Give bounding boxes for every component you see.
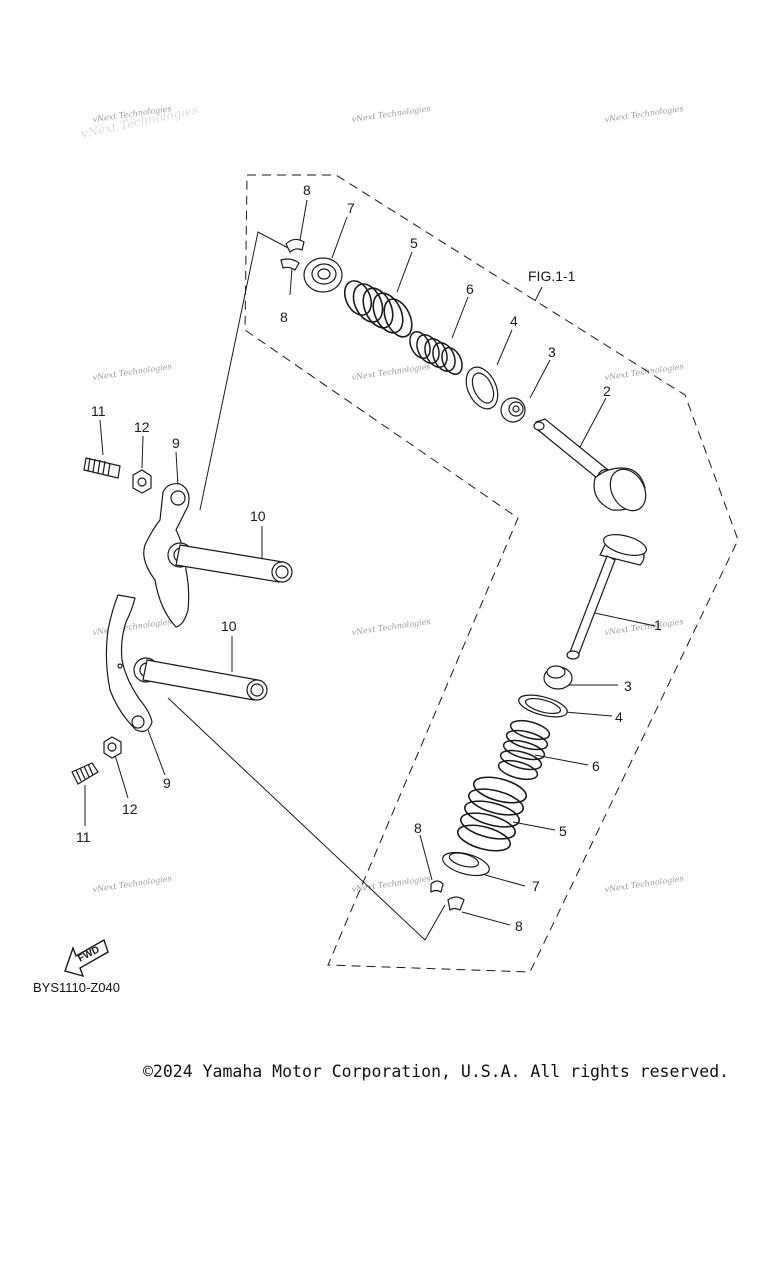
- callout-4: 4: [510, 313, 518, 329]
- upper-outer-spring: [343, 280, 413, 338]
- callout-6: 6: [592, 758, 600, 774]
- guide-lines: [167, 231, 446, 941]
- lower-valve-assembly: [430, 534, 647, 912]
- leader-lines: [84, 199, 656, 926]
- callout-1: 1: [654, 617, 662, 633]
- diagram-code: BYS1110-Z040: [33, 980, 120, 995]
- callout-2: 2: [603, 383, 611, 399]
- watermark: vNext Technologies: [92, 362, 172, 382]
- watermark: vNext Technologies: [351, 874, 431, 894]
- watermark: vNext Technologies: [604, 874, 684, 894]
- upper-valve-cotter-bottom: [280, 258, 300, 271]
- watermark: vNext Technologies: [604, 362, 684, 382]
- callout-6: 6: [466, 281, 474, 297]
- exhaust-valve: [533, 418, 647, 512]
- upper-spring-seat: [465, 366, 499, 410]
- callout-8: 8: [303, 182, 311, 198]
- assembly-outline: [244, 174, 739, 973]
- callouts: FIG.1-1 8 7 5 8 6 4 3 2 11 12 9 10 10 1 …: [76, 182, 662, 934]
- watermark: vNext Technologies: [92, 874, 172, 894]
- lower-lock-nut: [103, 736, 122, 759]
- lower-spring-seat: [518, 694, 568, 718]
- lower-valve-cotter-left: [430, 880, 444, 894]
- lower-adjusting-screw: [71, 762, 99, 785]
- callout-9: 9: [163, 775, 171, 791]
- callout-7: 7: [532, 878, 540, 894]
- lower-rocker-shaft: [142, 659, 268, 701]
- upper-spring-retainer: [303, 257, 343, 293]
- callout-8: 8: [280, 309, 288, 325]
- callout-10: 10: [250, 508, 266, 524]
- callout-12: 12: [134, 419, 150, 435]
- watermark: vNext Technologies: [351, 362, 431, 382]
- upper-rocker-shaft: [175, 544, 293, 583]
- figure-reference: FIG.1-1: [528, 268, 576, 284]
- forward-arrow-icon: FWD: [64, 938, 109, 978]
- callout-12: 12: [122, 801, 138, 817]
- upper-adjusting-screw: [83, 457, 121, 479]
- callout-3: 3: [624, 678, 632, 694]
- upper-lock-nut: [132, 469, 152, 494]
- callout-5: 5: [559, 823, 567, 839]
- lower-spring-retainer: [442, 851, 490, 877]
- callout-11: 11: [91, 403, 106, 419]
- intake-valve: [566, 534, 647, 660]
- watermark: vNext Technologies: [92, 617, 172, 637]
- callout-7: 7: [347, 200, 355, 216]
- callout-8: 8: [414, 820, 422, 836]
- copyright-notice: ©2024 Yamaha Motor Corporation, U.S.A. A…: [143, 1062, 730, 1081]
- upper-valve-assembly: [280, 238, 647, 512]
- upper-inner-spring: [409, 331, 463, 375]
- watermark: vNext Technologies: [351, 104, 431, 124]
- upper-stem-seal: [500, 397, 526, 423]
- callout-10: 10: [221, 618, 237, 634]
- callout-4: 4: [615, 709, 623, 725]
- lower-valve-cotter-right: [447, 896, 465, 912]
- callout-3: 3: [548, 344, 556, 360]
- watermark: vNext Technologies: [604, 104, 684, 124]
- callout-9: 9: [172, 435, 180, 451]
- lower-outer-spring: [456, 776, 528, 852]
- upper-valve-cotter-top: [285, 238, 305, 253]
- watermark: vNext Technologies: [604, 617, 684, 637]
- lower-inner-spring: [497, 719, 551, 781]
- lower-stem-seal: [543, 665, 573, 690]
- watermark: vNext Technologies: [351, 617, 431, 637]
- callout-8: 8: [515, 918, 523, 934]
- callout-11: 11: [76, 829, 91, 845]
- callout-5: 5: [410, 235, 418, 251]
